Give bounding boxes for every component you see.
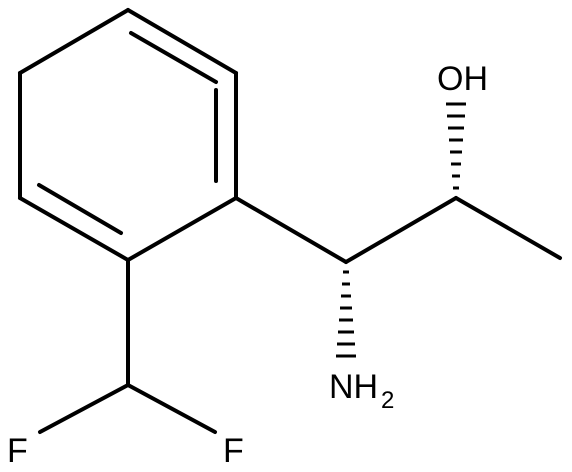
atom-label-amine-subscript: 2 (381, 387, 394, 414)
bond-c-f-right (126, 383, 217, 434)
ring-double-bond (129, 31, 218, 84)
bond-c2-methyl (454, 196, 562, 260)
atom-label-hydroxyl: OH (437, 60, 488, 98)
ring-double-bond (37, 183, 123, 235)
difluoromethyl-group (38, 258, 217, 434)
hashed-wedge-amine (336, 270, 356, 358)
bond-c1-c2 (344, 196, 458, 264)
bond-ring-to-c1 (234, 196, 348, 264)
atom-label-amine: NH (329, 368, 378, 406)
hashed-wedge-hydroxyl (446, 102, 466, 190)
atom-label-fluorine-right: F (223, 432, 244, 470)
atom-label-fluorine-left: F (7, 432, 28, 470)
ring-bond (18, 8, 130, 75)
ring-bond (126, 196, 238, 262)
ring-bond (126, 8, 238, 75)
ring-bond (18, 196, 130, 262)
benzene-ring (18, 8, 238, 262)
side-chain (234, 196, 562, 264)
bond-c-f-left (38, 383, 130, 434)
